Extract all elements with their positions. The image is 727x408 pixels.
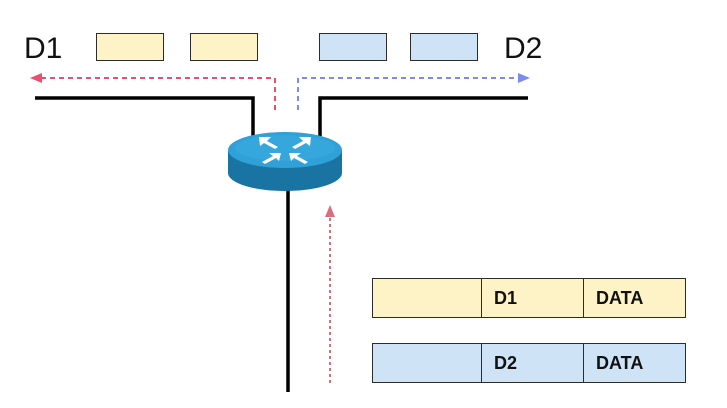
frame-d1-payload: DATA [583,279,685,317]
packet-d2-1 [319,33,387,61]
frame-d2: D2 DATA [372,343,686,383]
frame-d2-header [373,344,481,382]
wire-to-d2 [318,96,528,137]
label-d2: D2 [504,32,543,65]
network-wires [35,96,528,392]
flow-to-d2-arrow [297,73,530,110]
packet-d1-1 [96,33,164,61]
label-d1: D1 [24,32,63,65]
frame-d1-dest: D1 [481,279,583,317]
packet-d2-2 [410,33,478,61]
flow-to-d1-arrow [30,73,276,110]
frame-d2-payload: DATA [583,344,685,382]
packet-d1-2 [190,33,258,61]
incoming-flow-arrow [325,205,335,383]
frame-d1-header [373,279,481,317]
wire-to-d1 [35,96,255,137]
frame-d2-dest: D2 [481,344,583,382]
router-icon [228,132,342,191]
frame-d1: D1 DATA [372,278,686,318]
